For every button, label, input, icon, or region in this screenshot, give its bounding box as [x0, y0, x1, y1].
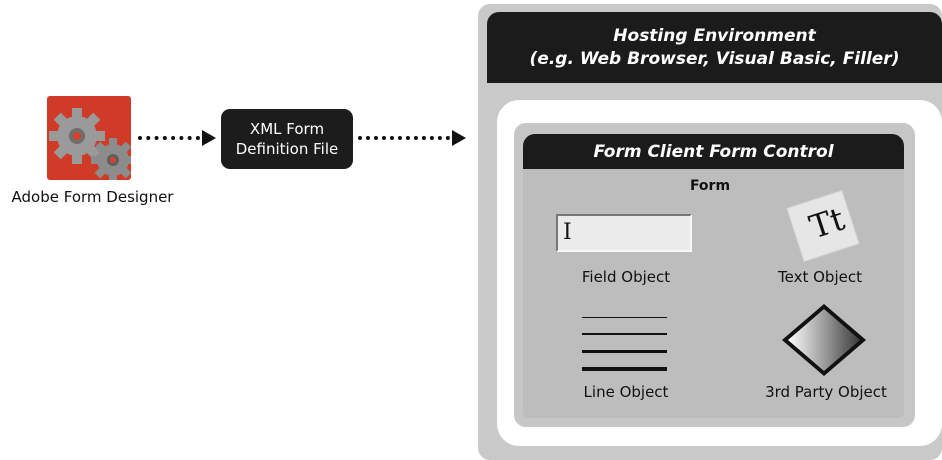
text-object-label: Text Object [778, 268, 862, 286]
hosting-environment-header: Hosting Environment (e.g. Web Browser, V… [487, 12, 942, 83]
third-party-diamond-icon [778, 302, 870, 378]
hosting-subtitle: (e.g. Web Browser, Visual Basic, Filler) [529, 48, 900, 69]
dotted-arrow-line [138, 136, 200, 140]
arrow-head-icon [202, 130, 216, 146]
xml-box-line2: Definition File [235, 140, 339, 158]
arrow-head-icon [452, 130, 466, 146]
xml-definition-file-box: XML Form Definition File [221, 109, 353, 169]
hosting-title: Hosting Environment [613, 25, 816, 46]
dotted-arrow-line [358, 136, 450, 140]
medium-line [582, 333, 667, 335]
text-object-icon: Tt [778, 189, 868, 263]
form-control-title: Form Client Form Control [593, 141, 834, 162]
form-label: Form [689, 178, 731, 194]
thick-line [582, 350, 667, 353]
xml-box-line1: XML Form [249, 120, 325, 138]
heavy-line [582, 367, 667, 371]
form-control-header: Form Client Form Control [523, 134, 904, 169]
line-object-label: Line Object [583, 383, 669, 401]
designer-label: Adobe Form Designer [11, 188, 174, 206]
field-object-label: Field Object [581, 268, 671, 286]
thin-line [582, 317, 667, 318]
third-party-object-label: 3rd Party Object [765, 383, 887, 401]
gears-icon [47, 96, 131, 180]
text-cursor-icon: I [563, 220, 572, 245]
field-object-input: I [556, 214, 692, 252]
